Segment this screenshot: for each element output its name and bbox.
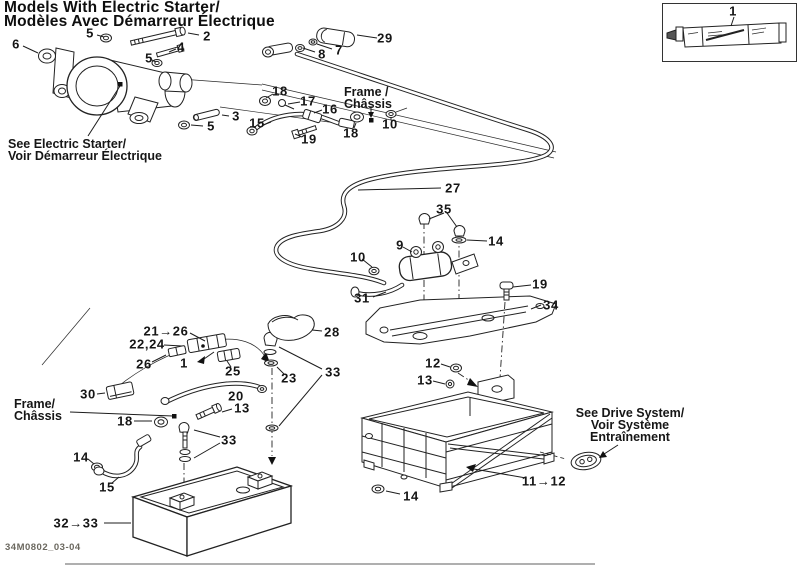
part-callout-19: 19 (301, 131, 317, 147)
drive-system-part (539, 444, 619, 471)
leader-lines (22, 32, 542, 524)
part-callout-6: 6 (12, 36, 20, 52)
part-callout-14: 14 (403, 488, 419, 504)
note-frame-chassis-bottom: Frame/Châssis (14, 397, 62, 423)
bolt-13 (195, 402, 222, 420)
note-frame-chassis-top: Frame /Châssis (344, 85, 392, 111)
part-callout-33: 33 (325, 364, 341, 380)
legend-box (662, 3, 797, 62)
part-callout-19: 19 (532, 276, 548, 292)
part-callout-16: 16 (322, 101, 338, 117)
connector-30 (105, 381, 135, 400)
battery-fasteners (91, 402, 222, 495)
part-callout-5: 5 (86, 25, 94, 41)
part-callout-7: 7 (335, 42, 343, 58)
part-callout-21-26: 21→26 (143, 323, 189, 339)
starter-solenoid (350, 213, 479, 336)
part-callout-1: 1 (180, 355, 188, 371)
terminal-boot-28 (267, 314, 315, 341)
legend-part-callout: 1 (729, 3, 737, 19)
part-callout-23: 23 (281, 370, 297, 386)
title-line-en: Models With Electric Starter/ (4, 0, 220, 16)
starter-cable-cluster (246, 96, 408, 140)
sealant-tube-icon (666, 16, 787, 48)
mounting-plate-34 (365, 281, 557, 388)
part-callout-22-24: 22,24 (129, 336, 165, 352)
part-callout-18: 18 (117, 413, 133, 429)
part-callout-34: 34 (543, 297, 559, 313)
part-callout-20: 20 (228, 388, 244, 404)
part-callout-29: 29 (377, 30, 393, 46)
starter-motor (38, 47, 193, 124)
page-title: Models With Electric Starter/ Modèles Av… (4, 0, 275, 30)
part-callout-14: 14 (488, 233, 504, 249)
part-callout-18: 18 (343, 125, 359, 141)
part-callout-18: 18 (272, 83, 288, 99)
note-see-electric-starter: See Electric Starter/Voir Démarreur Élec… (8, 137, 162, 163)
part-callout-15: 15 (99, 479, 115, 495)
document-code: 34M0802_03-04 (5, 542, 81, 553)
cable-terminal-and-boot (262, 27, 356, 58)
support-rod-20 (160, 381, 267, 405)
apply-product-arrow (197, 356, 205, 364)
part-callout-5: 5 (145, 50, 153, 66)
part-callout-15: 15 (249, 115, 265, 131)
boot-29 (316, 27, 356, 48)
part-callout-2: 2 (203, 28, 211, 44)
terminal-stack-23 (263, 331, 279, 465)
part-callout-17: 17 (300, 93, 316, 109)
part-callout-31: 31 (354, 290, 370, 306)
part-callout-25: 25 (225, 363, 241, 379)
part-callout-11-12: 11→12 (521, 473, 567, 489)
part-callout-13: 13 (417, 372, 433, 388)
part-callout-28: 28 (324, 324, 340, 340)
starter-fasteners (100, 26, 220, 130)
part-callout-3: 3 (232, 108, 240, 124)
part-callout-8: 8 (318, 46, 326, 62)
part-callout-32-33: 32→33 (53, 515, 99, 531)
part-callout-26: 26 (136, 356, 152, 372)
battery-cable-27 (273, 51, 554, 286)
part-callout-13: 13 (234, 400, 250, 416)
part-callout-10: 10 (350, 249, 366, 265)
spacer-3 (192, 108, 220, 121)
bolt-4 (155, 43, 185, 58)
bolt-2 (129, 26, 186, 46)
part-callout-14: 14 (73, 449, 89, 465)
part-callout-33: 33 (221, 432, 237, 448)
part-callout-9: 9 (396, 237, 404, 253)
part-callout-4: 4 (177, 39, 185, 55)
part-callout-10: 10 (382, 116, 398, 132)
title-line-fr: Modèles Avec Démarreur Électrique (4, 13, 275, 30)
part-callout-27: 27 (445, 180, 461, 196)
battery (130, 466, 294, 557)
part-callout-5: 5 (207, 118, 215, 134)
part-callout-12: 12 (425, 355, 441, 371)
part-callout-30: 30 (80, 386, 96, 402)
part-callout-35: 35 (436, 201, 452, 217)
